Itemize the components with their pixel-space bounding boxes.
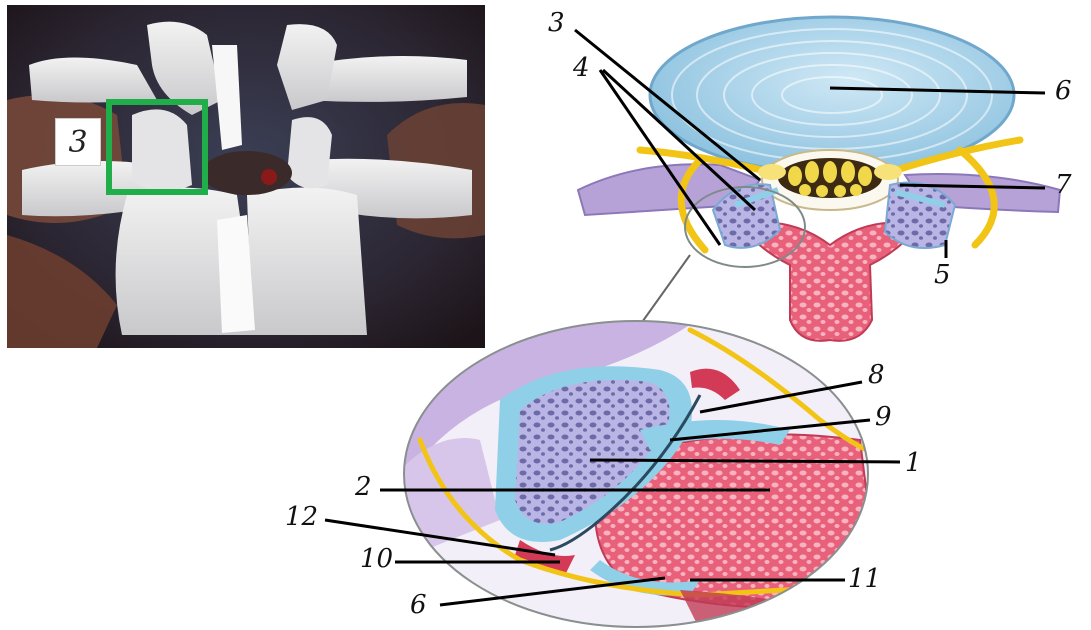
callout-top-5: 5 [934, 262, 951, 288]
callout-zoom-6: 6 [410, 592, 427, 618]
callout-zoom-9: 9 [875, 404, 892, 430]
callout-top-4: 4 [573, 55, 590, 81]
facet-joint-zoom [400, 318, 880, 630]
vertebra-cross-section [578, 17, 1060, 341]
callout-zoom-10: 10 [360, 546, 393, 572]
callout-zoom-8: 8 [868, 362, 885, 388]
callout-zoom-12: 12 [285, 504, 318, 530]
callout-zoom-2: 2 [355, 474, 372, 500]
photo-inset-label: 3 [55, 118, 101, 166]
callout-top-7: 7 [1055, 172, 1072, 198]
vertebra-model-photo [7, 5, 485, 348]
callout-top-6: 6 [1055, 78, 1072, 104]
callout-zoom-1: 1 [905, 450, 922, 476]
callout-top-3: 3 [548, 10, 565, 36]
callout-zoom-11: 11 [848, 566, 881, 592]
